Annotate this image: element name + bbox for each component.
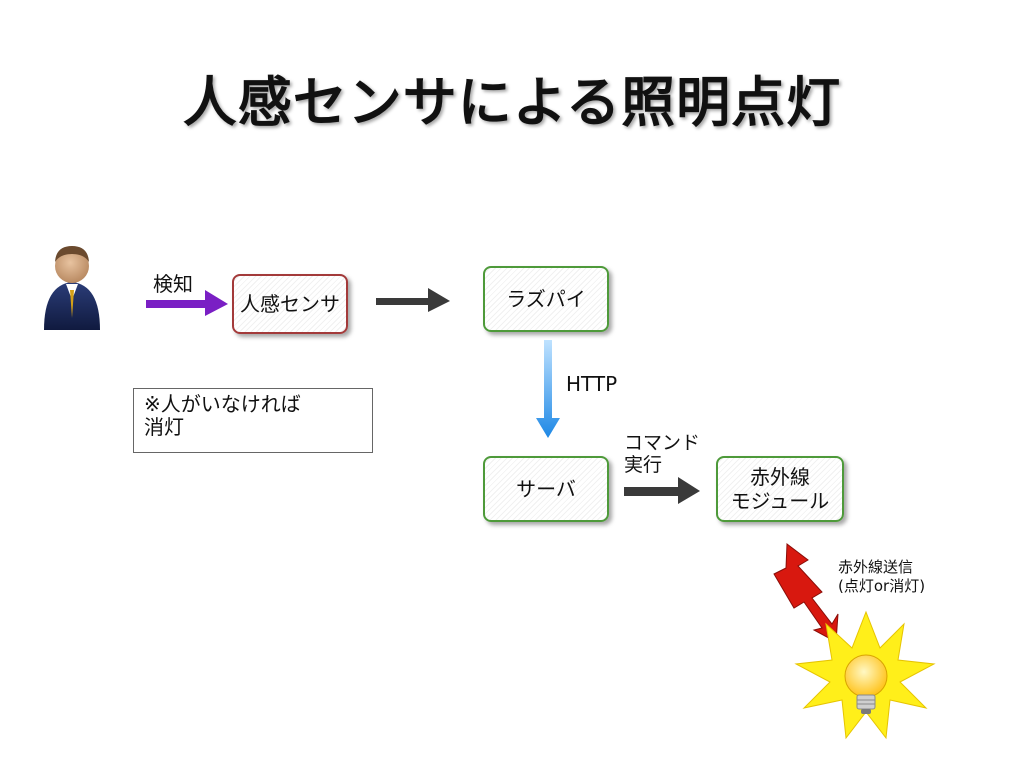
detect-label: 検知 [153,272,193,296]
note-box: ※人がいなければ 消灯 [133,388,373,453]
note-line2: 消灯 [144,415,184,439]
node-human-sensor-label: 人感センサ [240,292,340,316]
ir-send-label-line2: (点灯or消灯) [838,577,926,595]
note-line1: ※人がいなければ [144,392,301,416]
command-label-line2: 実行 [624,454,663,476]
node-human-sensor: 人感センサ [232,274,348,334]
detect-arrow [146,290,228,316]
command-label: コマンド 実行 [624,432,700,476]
person-icon [44,246,100,330]
server-to-ir-arrow [624,477,700,504]
ir-send-label: 赤外線送信 (点灯or消灯) [838,558,925,596]
sensor-to-raspi-arrow [376,288,450,312]
node-ir-module-line1: 赤外線 [750,465,810,489]
node-raspi: ラズパイ [483,266,609,332]
ir-send-label-line1: 赤外線送信 [838,558,914,576]
node-ir-module: 赤外線 モジュール [716,456,844,522]
light-bulb-icon [794,610,936,740]
node-server-label: サーバ [516,477,576,501]
node-ir-module-line2: モジュール [730,489,830,513]
node-raspi-label: ラズパイ [506,287,586,311]
command-label-line1: コマンド [624,432,701,454]
node-server: サーバ [483,456,609,522]
page-title: 人感センサによる照明点灯 [182,71,842,134]
http-label: HTTP [566,372,618,396]
http-arrow [536,340,560,438]
